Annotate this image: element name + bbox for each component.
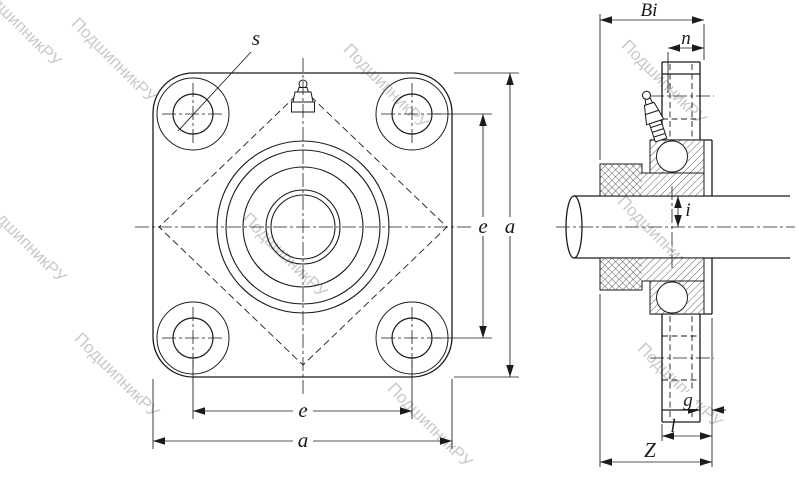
watermark-text: ПодшипникРУ <box>384 379 477 472</box>
watermark-text: ПодшипникРУ <box>68 14 161 107</box>
grease-nipple-ball <box>641 90 651 100</box>
front-dimensions: s e a e a <box>152 26 520 452</box>
ball-lower <box>656 281 688 314</box>
label-n: n <box>681 28 691 49</box>
label-a-horizontal: a <box>298 428 309 452</box>
watermarks: ПодшипникРУ ПодшипникРУ ПодшипникРУ Подш… <box>0 0 726 471</box>
label-mask <box>500 217 520 236</box>
thread-line <box>653 132 666 138</box>
label-mask <box>293 401 313 420</box>
watermark-text: ПодшипникРУ <box>618 36 711 129</box>
label-mask <box>293 431 313 450</box>
flange-outline <box>152 72 453 378</box>
side-dimensions: Bi n i g l Z <box>599 0 726 467</box>
bearing-section <box>599 139 705 315</box>
locking-collar-upper <box>600 164 642 196</box>
label-e-horizontal: e <box>298 398 307 422</box>
label-bi: Bi <box>641 0 658 21</box>
label-mask <box>680 392 696 409</box>
thread-line <box>650 123 663 129</box>
watermark-text: ПодшипникРУ <box>0 0 65 70</box>
label-mask <box>473 217 493 236</box>
front-view: s e a e a <box>135 26 520 452</box>
label-i: i <box>685 200 690 221</box>
corner-boss-circles <box>156 77 449 375</box>
watermark-text: ПодшипникРУ <box>340 40 433 133</box>
bolt-holes <box>172 93 433 359</box>
centerlines-front <box>135 58 471 394</box>
label-g: g <box>683 390 693 411</box>
label-e-vertical: e <box>478 214 487 238</box>
locking-collar-lower <box>600 258 642 290</box>
ball-upper <box>656 140 688 173</box>
thread-line <box>652 128 664 133</box>
watermark-text: ПодшипникРУ <box>71 329 164 422</box>
grease-fitting-side <box>641 90 668 143</box>
watermark-text: ПодшипникРУ <box>0 194 70 287</box>
centerlines-side <box>556 95 795 359</box>
side-view: Bi n i g l Z <box>556 0 795 467</box>
leader-line-s <box>177 51 252 132</box>
label-a-vertical: a <box>505 214 516 238</box>
corner-boss <box>156 77 230 151</box>
label-l: l <box>670 416 675 437</box>
grease-nipple-hex <box>643 101 660 116</box>
label-z: Z <box>644 438 656 462</box>
label-s: s <box>252 26 260 50</box>
